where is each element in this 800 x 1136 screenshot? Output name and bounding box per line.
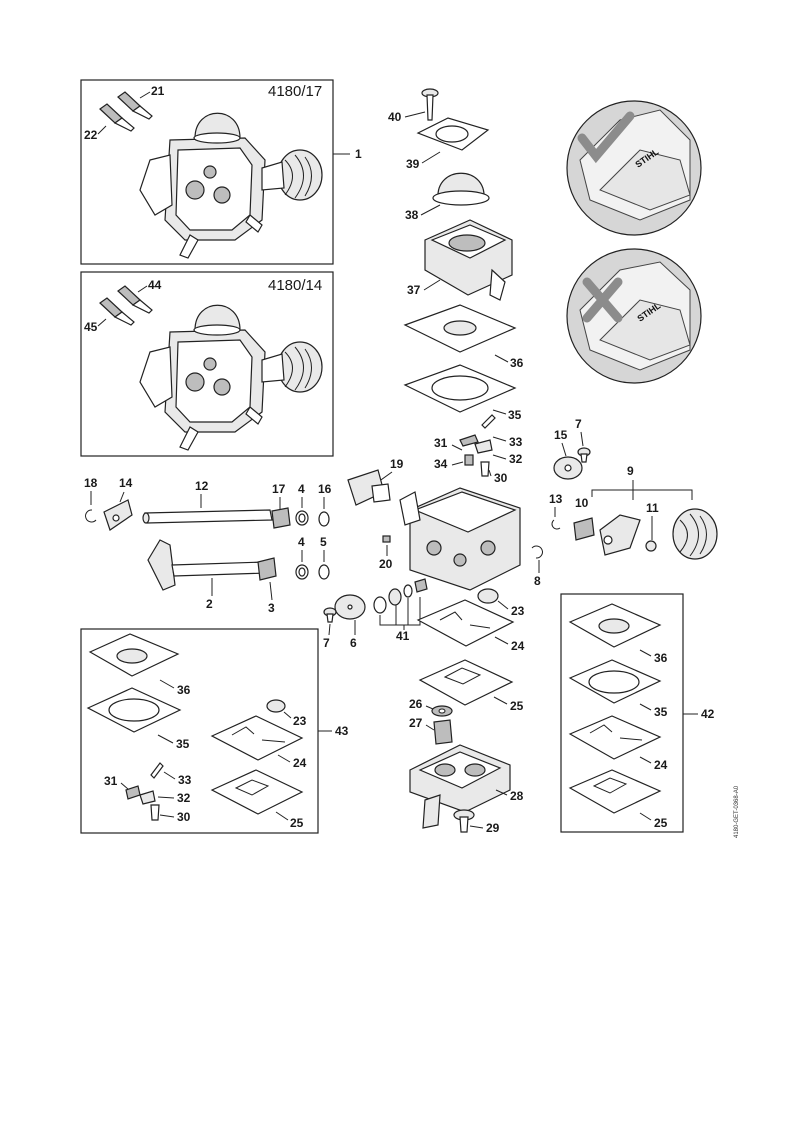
label-21: 21 — [151, 84, 165, 98]
label-12: 12 — [195, 479, 209, 493]
carburetor-drawing — [139, 112, 323, 259]
label-2: 2 — [206, 597, 213, 611]
label-32: 32 — [509, 452, 523, 466]
label-38: 38 — [405, 208, 419, 222]
label-31: 31 — [434, 436, 448, 450]
label-9: 9 — [627, 464, 634, 478]
cross-mark-icon — [582, 277, 623, 323]
adjusting-screws — [99, 285, 153, 326]
choke-parts-right: 15 7 9 13 10 11 — [549, 417, 718, 560]
label-10: 10 — [575, 496, 589, 510]
pump-cover-stack: 40 39 38 37 36 35 — [388, 88, 524, 422]
label-22: 22 — [84, 128, 98, 142]
label-23: 23 — [293, 714, 307, 728]
label-33: 33 — [178, 773, 192, 787]
label-33: 33 — [509, 435, 523, 449]
label-36: 36 — [654, 651, 668, 665]
label-25: 25 — [510, 699, 524, 713]
label-25: 25 — [290, 816, 304, 830]
label-14: 14 — [119, 476, 133, 490]
carburetor-drawing — [139, 304, 323, 451]
label-44: 44 — [148, 278, 162, 292]
carburetor-body-parts: 19 20 8 6 7 41 23 24 — [323, 457, 543, 835]
label-43: 43 — [335, 724, 349, 738]
label-19: 19 — [390, 457, 404, 471]
label-1: 1 — [355, 147, 362, 161]
label-5: 5 — [320, 535, 327, 549]
label-35: 35 — [654, 705, 668, 719]
label-15: 15 — [554, 428, 568, 442]
label-27: 27 — [409, 716, 423, 730]
label-4: 4 — [298, 482, 305, 496]
box-title-4180-17: 4180/17 — [268, 83, 322, 100]
label-7: 7 — [575, 417, 582, 431]
carburetor-4180-17-box: 4180/17 21 22 — [80, 79, 334, 265]
label-17: 17 — [272, 482, 286, 496]
label-37: 37 — [407, 283, 421, 297]
label-39: 39 — [406, 157, 420, 171]
check-mark-icon — [577, 111, 635, 164]
label-6: 6 — [350, 636, 357, 650]
adjusting-screws — [99, 91, 153, 132]
label-40: 40 — [388, 110, 402, 124]
label-30: 30 — [177, 810, 191, 824]
label-36: 36 — [510, 356, 524, 370]
label-26: 26 — [409, 697, 423, 711]
kit-43-box: 36 35 23 24 25 33 31 32 30 — [80, 628, 319, 834]
label-11: 11 — [646, 501, 659, 515]
label-8: 8 — [534, 574, 541, 588]
label-41: 41 — [396, 629, 410, 643]
label-13: 13 — [549, 492, 563, 506]
incorrect-installation-photo: STIHL — [566, 248, 702, 384]
label-28: 28 — [510, 789, 524, 803]
label-23: 23 — [511, 604, 525, 618]
label-20: 20 — [379, 557, 393, 571]
label-24: 24 — [293, 756, 307, 770]
carburetor-4180-14-box: 4180/14 44 45 — [80, 271, 334, 457]
label-16: 16 — [318, 482, 332, 496]
document-id: 4180-GET-0368-A0 — [734, 785, 740, 838]
throttle-shaft-parts: 18 14 12 17 4 16 2 3 4 5 — [84, 476, 332, 615]
needle-valve-parts: 33 31 32 34 30 — [434, 414, 523, 485]
label-18: 18 — [84, 476, 98, 490]
label-7b: 7 — [323, 636, 330, 650]
correct-installation-photo: STIHL — [566, 100, 702, 236]
box-title-4180-14: 4180/14 — [268, 277, 322, 294]
label-25: 25 — [654, 816, 668, 830]
label-31: 31 — [104, 774, 118, 788]
label-24: 24 — [654, 758, 668, 772]
label-42: 42 — [701, 707, 715, 721]
label-30: 30 — [494, 471, 508, 485]
label-34: 34 — [434, 457, 448, 471]
label-45: 45 — [84, 320, 98, 334]
label-35: 35 — [508, 408, 522, 422]
label-36: 36 — [177, 683, 191, 697]
label-29: 29 — [486, 821, 500, 835]
label-32: 32 — [177, 791, 191, 805]
kit-42-box: 36 35 24 25 — [560, 593, 684, 833]
label-4b: 4 — [298, 535, 305, 549]
label-24: 24 — [511, 639, 525, 653]
label-3: 3 — [268, 601, 275, 615]
label-35: 35 — [176, 737, 190, 751]
